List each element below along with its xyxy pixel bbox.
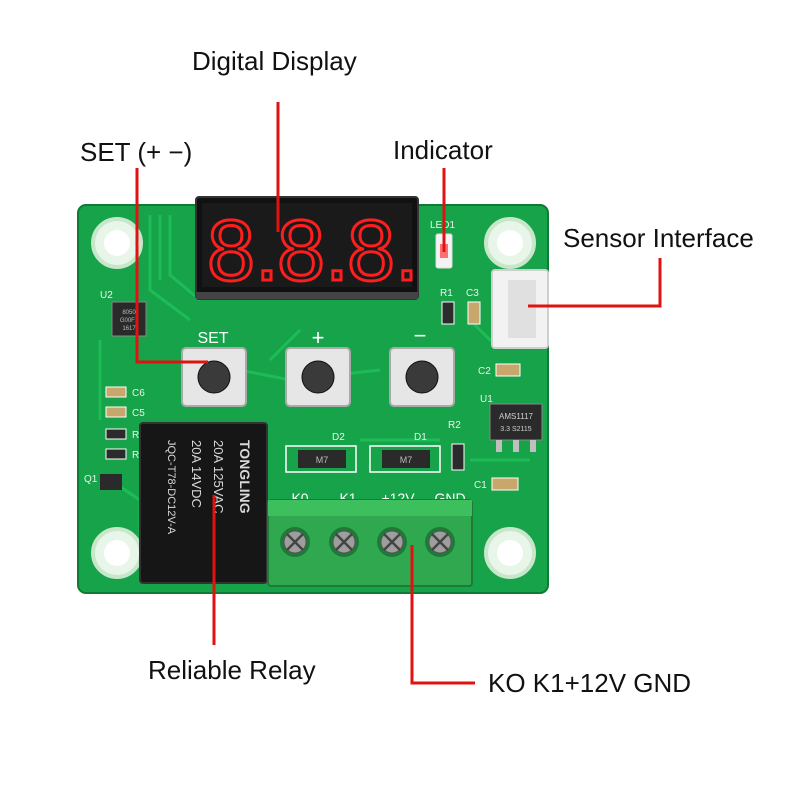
silk-set: SET bbox=[197, 330, 228, 347]
sensor-connector-slot bbox=[508, 280, 536, 338]
silk-r2: R2 bbox=[448, 420, 461, 431]
transistor-q1 bbox=[100, 474, 122, 490]
display-digit: 8. bbox=[347, 203, 419, 299]
terminal-screw bbox=[377, 527, 407, 557]
resistor-r4 bbox=[105, 428, 127, 440]
plus-button bbox=[285, 347, 351, 407]
microcontroller-chip bbox=[111, 301, 147, 337]
resistor-r3 bbox=[105, 448, 127, 460]
relay-marking: 20A 14VDC bbox=[189, 440, 204, 508]
callout-leaders bbox=[135, 102, 662, 685]
callout-sensor-interface: Sensor Interface bbox=[563, 223, 754, 253]
chip-marking: 1617 bbox=[122, 326, 136, 332]
mounting-hole bbox=[91, 217, 143, 269]
diode-d1 bbox=[382, 450, 430, 468]
silk-d1: D1 bbox=[414, 432, 427, 443]
resistor-r2 bbox=[451, 443, 465, 471]
display-face bbox=[202, 203, 412, 287]
terminal-screw bbox=[425, 527, 455, 557]
silk-plus: + bbox=[312, 325, 325, 350]
terminal-screw bbox=[280, 527, 310, 557]
diode-marking: M7 bbox=[400, 455, 413, 465]
silk-c5: C5 bbox=[132, 408, 145, 419]
regulator-pin bbox=[513, 440, 519, 452]
regulator-pin bbox=[530, 440, 536, 452]
mounting-hole bbox=[484, 527, 536, 579]
regulator-marking: 3.3 S2115 bbox=[500, 426, 532, 433]
silk-minus: − bbox=[414, 323, 427, 348]
callout-digital-display: Digital Display bbox=[192, 46, 357, 76]
capacitor-c1 bbox=[491, 477, 519, 491]
silk-c1: C1 bbox=[474, 480, 487, 491]
minus-button bbox=[389, 347, 455, 407]
silk-u1: U1 bbox=[480, 394, 493, 405]
silk-c6: C6 bbox=[132, 388, 145, 399]
leader-set-buttons bbox=[135, 168, 208, 364]
relay-marking: TONGLING bbox=[237, 440, 253, 514]
silk-u2: U2 bbox=[100, 290, 113, 301]
callout-indicator: Indicator bbox=[393, 135, 493, 165]
diode-d2-outline bbox=[285, 445, 357, 473]
leader-sensor-interface bbox=[528, 258, 662, 308]
voltage-regulator bbox=[489, 403, 543, 441]
display-digit: 8. bbox=[277, 203, 349, 299]
chip-marking: 8050 bbox=[122, 310, 136, 316]
silk-r1: R1 bbox=[440, 288, 453, 299]
callout-terminals: KO K1+12V GND bbox=[488, 668, 692, 698]
capacitor-c3 bbox=[467, 301, 481, 325]
diode-d1-outline bbox=[369, 445, 441, 473]
terminal-block-top bbox=[268, 500, 472, 516]
terminal-screw bbox=[329, 527, 359, 557]
capacitor-c6 bbox=[105, 386, 127, 398]
set-button bbox=[181, 347, 247, 407]
display-bottom-strip bbox=[196, 292, 418, 299]
mounting-hole bbox=[91, 527, 143, 579]
silk-c2: C2 bbox=[478, 366, 491, 377]
mounting-hole bbox=[484, 217, 536, 269]
leader-terminals bbox=[410, 545, 475, 685]
silk-d2: D2 bbox=[332, 432, 345, 443]
regulator-pin bbox=[496, 440, 502, 452]
silk-q1: Q1 bbox=[84, 474, 98, 485]
diode-marking: M7 bbox=[316, 455, 329, 465]
callout-relay: Reliable Relay bbox=[148, 655, 316, 685]
display-digit: 8. bbox=[207, 203, 279, 299]
callout-set-buttons: SET (+ −) bbox=[80, 137, 193, 167]
capacitor-c2 bbox=[495, 363, 521, 377]
silk-r3: R3 bbox=[132, 450, 145, 461]
resistor-r1 bbox=[441, 301, 455, 325]
regulator-marking: AMS1117 bbox=[499, 412, 533, 421]
chip-marking: G00F1 bbox=[120, 318, 139, 324]
diode-d2 bbox=[298, 450, 346, 468]
capacitor-c5 bbox=[105, 406, 127, 418]
silk-r4: R4 bbox=[132, 430, 145, 441]
relay-marking: JQC-T78-DC12V-A bbox=[165, 440, 177, 535]
silk-c3: C3 bbox=[466, 288, 479, 299]
